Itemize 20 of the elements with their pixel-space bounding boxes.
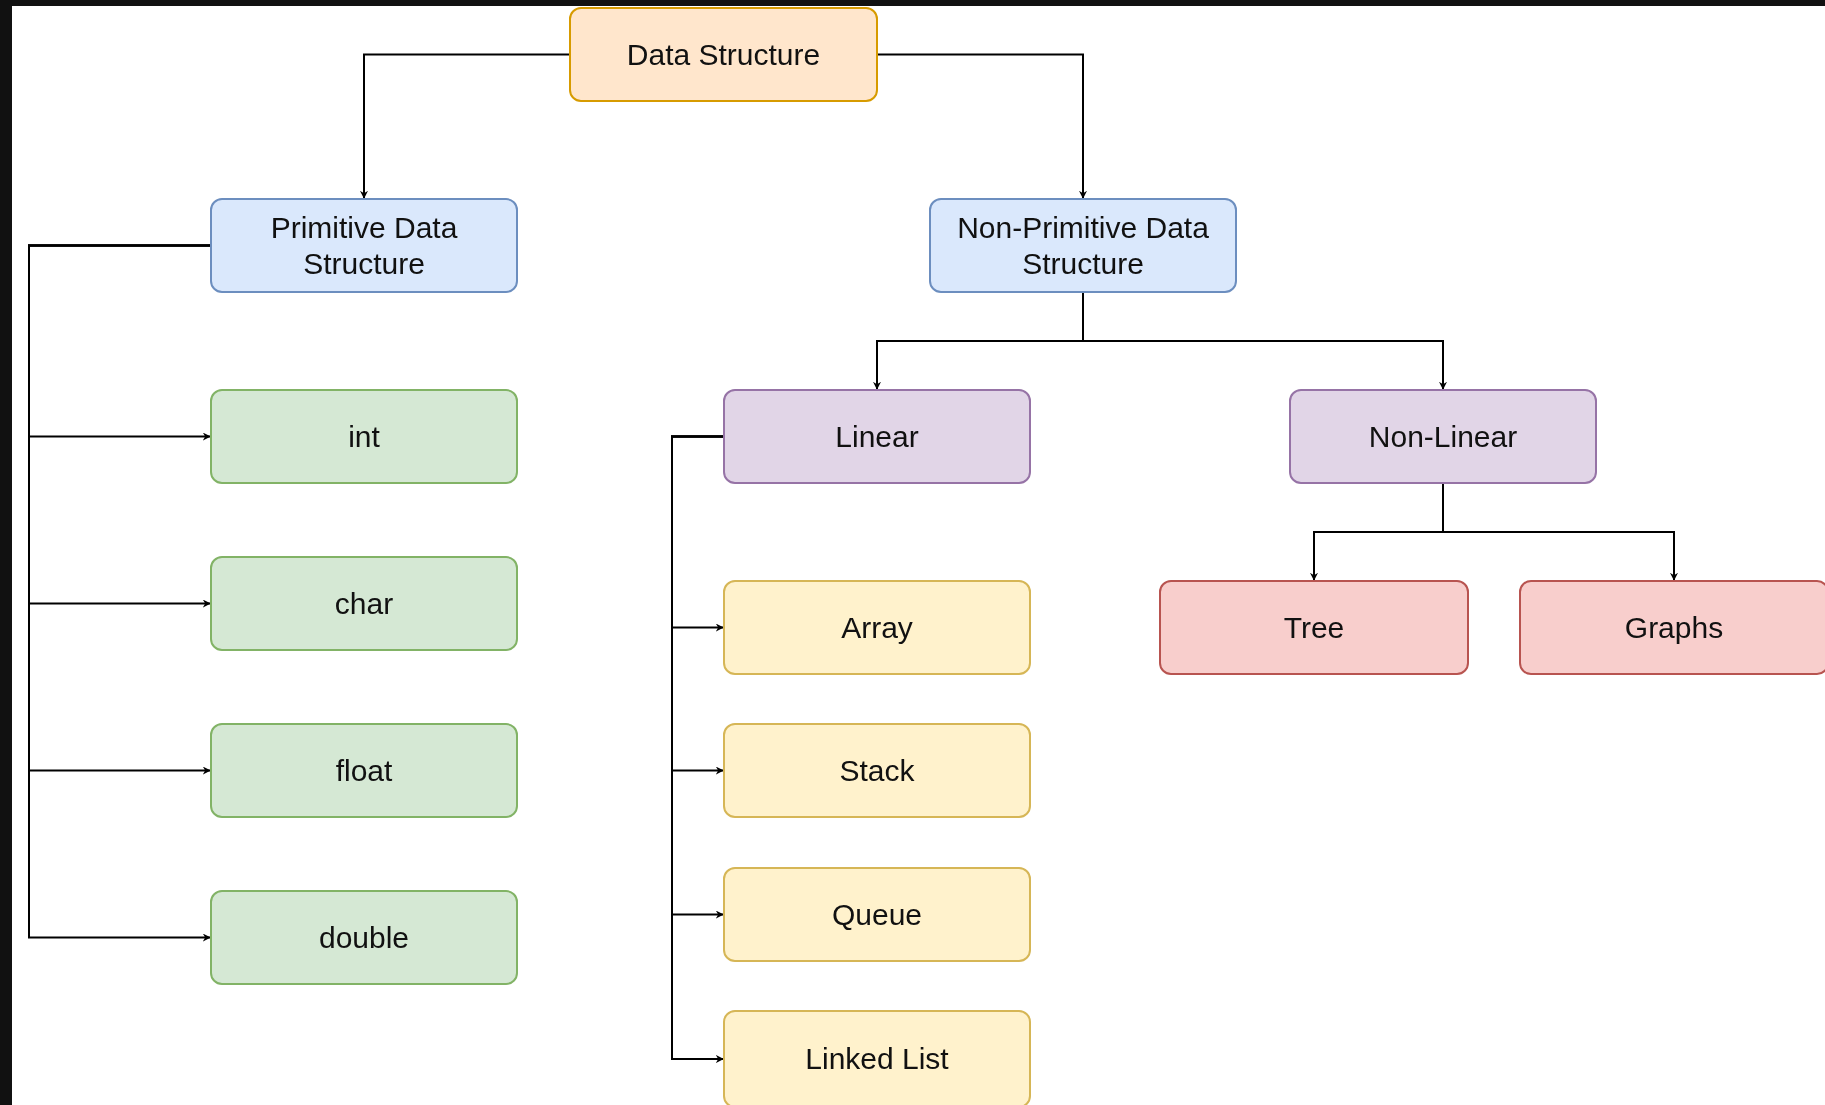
category-box: Stack <box>723 723 1031 818</box>
category-box: Linked List <box>723 1010 1031 1105</box>
category-box: int <box>210 389 518 484</box>
category-box: Primitive Data Structure <box>210 198 518 293</box>
category-box: Array <box>723 580 1031 675</box>
connector-arrow <box>877 53 1087 199</box>
category-box: Non-Primitive Data Structure <box>929 198 1237 293</box>
connector-arrow <box>1442 483 1678 581</box>
category-box: Data Structure <box>569 7 878 102</box>
connector-arrow <box>671 435 724 1063</box>
category-box: double <box>210 890 518 985</box>
connector-arrow <box>28 244 211 942</box>
category-box: float <box>210 723 518 818</box>
category-box: Tree <box>1159 580 1469 675</box>
connector-arrow <box>360 53 570 199</box>
category-box: Linear <box>723 389 1031 484</box>
category-box: Graphs <box>1519 580 1825 675</box>
category-box: char <box>210 556 518 651</box>
category-box: Queue <box>723 867 1031 962</box>
category-box: Non-Linear <box>1289 389 1597 484</box>
